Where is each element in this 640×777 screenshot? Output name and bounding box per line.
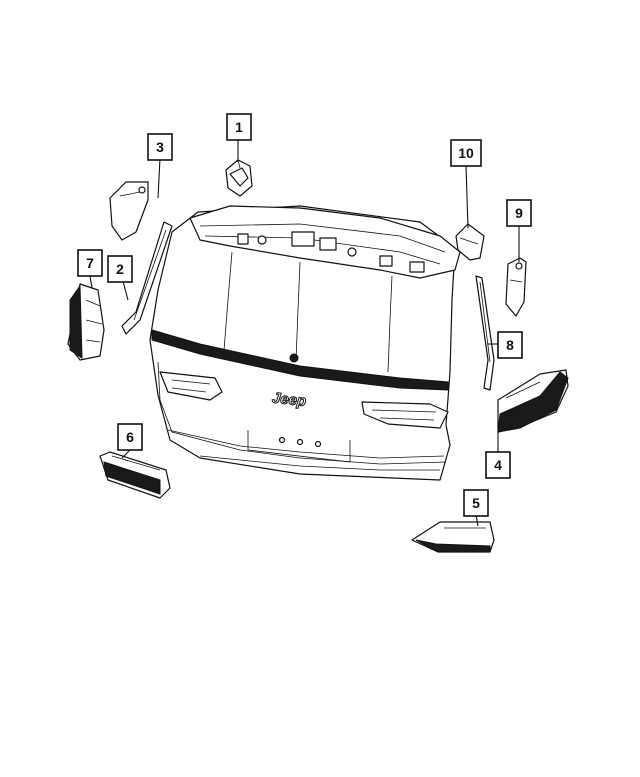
part-4-tail-lamp-right — [497, 369, 569, 433]
part-2-seal-strip — [121, 221, 173, 335]
brand-badge: Jeep — [271, 390, 307, 410]
callout-5-label: 5 — [472, 495, 480, 511]
leader-lines — [89, 140, 520, 527]
callout-6: 6 — [117, 423, 143, 451]
callout-10-label: 10 — [458, 145, 474, 161]
part-5-lower-lamp-right — [411, 521, 495, 553]
part-9-bracket — [505, 257, 527, 317]
part-10-bracket — [455, 223, 485, 261]
part-6-lower-lamp-left — [99, 451, 171, 499]
callout-3: 3 — [147, 133, 173, 161]
callout-4: 4 — [485, 451, 511, 479]
callout-7-label: 7 — [86, 255, 94, 271]
callout-2-label: 2 — [116, 261, 124, 277]
callout-6-label: 6 — [126, 429, 134, 445]
callout-9: 9 — [506, 199, 532, 227]
callout-7: 7 — [77, 249, 103, 277]
part-3-bracket — [109, 181, 149, 241]
part-7-tail-lamp-left — [67, 283, 105, 361]
callout-9-label: 9 — [515, 205, 523, 221]
callout-2: 2 — [107, 255, 133, 283]
callout-1: 1 — [226, 113, 252, 141]
callout-5: 5 — [463, 489, 489, 517]
liftgate-assembly — [149, 205, 461, 481]
callout-3-label: 3 — [156, 139, 164, 155]
callout-10: 10 — [450, 139, 482, 167]
callout-4-label: 4 — [494, 457, 502, 473]
part-1-bracket — [225, 159, 253, 197]
callout-8: 8 — [497, 331, 523, 359]
callout-8-label: 8 — [506, 337, 514, 353]
callout-1-label: 1 — [235, 119, 243, 135]
part-8-seal-strip — [475, 275, 495, 391]
